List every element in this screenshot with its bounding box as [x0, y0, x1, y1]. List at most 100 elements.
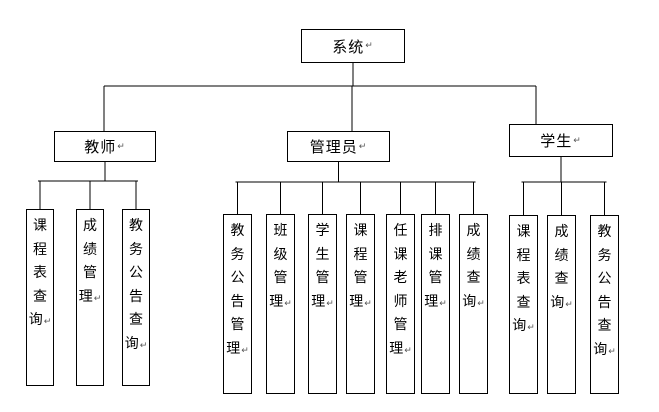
node-char: 课: [33, 218, 47, 234]
leaf-node: 学生管理↵: [308, 214, 337, 394]
node-char: 管: [315, 270, 330, 286]
leaf-node: 成绩查询↵: [459, 214, 488, 394]
paragraph-mark: ↵: [527, 323, 535, 333]
group-node-2-label: 管理员: [309, 138, 358, 156]
node-char: 理↵: [311, 293, 334, 310]
node-char: 理↵: [424, 293, 447, 310]
node-char: 绩: [466, 246, 481, 263]
node-char: 表: [516, 271, 531, 287]
node-char: 理↵: [389, 340, 412, 357]
node-char: 查: [466, 270, 481, 286]
node-char: 询↵: [550, 294, 573, 311]
paragraph-mark: ↵: [439, 298, 447, 309]
leaf-node: 成绩查询↵: [547, 215, 576, 394]
paragraph-mark: ↵: [93, 293, 102, 304]
node-char: 任: [393, 223, 408, 239]
leaf-node: 成绩管理↵: [76, 209, 104, 386]
leaf-node: 班级管理↵: [266, 214, 295, 394]
paragraph-mark: ↵: [43, 317, 52, 327]
node-char: 成: [554, 224, 569, 240]
node-char: 成: [83, 218, 97, 234]
node-char: 管: [353, 270, 368, 286]
paragraph-mark: ↵: [608, 346, 616, 357]
leaf-node: 教务公告查询↵: [122, 209, 150, 386]
node-char: 老: [393, 270, 408, 286]
paragraph-mark: ↵: [573, 135, 582, 146]
paragraph-mark: ↵: [117, 141, 126, 152]
node-char: 级: [273, 246, 288, 263]
node-char: 教: [230, 223, 245, 239]
paragraph-mark: ↵: [565, 299, 573, 310]
node-char: 务: [129, 241, 143, 258]
node-char: 查: [516, 294, 531, 311]
node-char: 公: [597, 271, 612, 287]
node-char: 公: [129, 265, 143, 281]
node-char: 告: [129, 288, 143, 305]
node-char: 排: [428, 223, 443, 239]
node-char: 教: [129, 218, 143, 234]
node-char: 查: [597, 318, 612, 334]
node-char: 生: [315, 246, 330, 263]
node-char: 表: [33, 265, 47, 281]
node-char: 理↵: [226, 340, 249, 357]
node-char: 师: [393, 293, 408, 310]
node-char: 绩: [83, 241, 97, 258]
node-char: 程: [516, 247, 531, 264]
node-char: 告: [230, 293, 245, 310]
paragraph-mark: ↵: [326, 298, 334, 309]
node-char: 询↵: [512, 318, 535, 334]
paragraph-mark: ↵: [364, 298, 372, 309]
node-char: 理↵: [349, 293, 372, 310]
paragraph-mark: ↵: [365, 41, 374, 51]
paragraph-mark: ↵: [358, 141, 368, 152]
leaf-node: 排课管理↵: [421, 214, 450, 394]
node-char: 管: [428, 270, 443, 286]
node-char: 教: [597, 224, 612, 240]
node-char: 管: [230, 317, 245, 333]
node-char: 管: [273, 270, 288, 286]
node-char: 程: [33, 241, 47, 258]
node-char: 询↵: [28, 312, 52, 328]
node-char: 务: [597, 247, 612, 264]
paragraph-mark: ↵: [139, 340, 148, 351]
node-char: 查: [554, 271, 569, 287]
node-char: 课: [353, 223, 368, 239]
node-char: 询↵: [462, 293, 485, 310]
node-char: 告: [597, 294, 612, 311]
leaf-node: 教务公告查询↵: [590, 215, 619, 394]
root-node-label: 系统: [332, 37, 365, 56]
node-char: 班: [273, 223, 288, 239]
leaf-node: 任课老师管理↵: [386, 214, 415, 394]
node-char: 管: [83, 265, 97, 281]
node-char: 公: [230, 270, 245, 286]
node-char: 查: [33, 288, 47, 305]
node-char: 课: [516, 224, 531, 240]
group-node-1-label: 教师: [84, 138, 117, 156]
node-char: 询↵: [124, 335, 148, 352]
leaf-node: 课程表查询↵: [26, 209, 54, 386]
connector-lines: [38, 63, 607, 215]
node-char: 管: [393, 317, 408, 333]
node-char: 课: [393, 246, 408, 263]
paragraph-mark: ↵: [284, 298, 292, 309]
node-char: 课: [428, 246, 443, 263]
leaf-node: 课程管理↵: [346, 214, 375, 394]
leaf-node: 教务公告管理↵: [223, 214, 252, 394]
node-char: 程: [353, 246, 368, 263]
group-node-2: 管理员↵: [287, 131, 390, 162]
node-char: 务: [230, 246, 245, 263]
node-char: 询↵: [593, 341, 616, 358]
node-char: 绩: [554, 247, 569, 264]
group-node-1: 教师↵: [54, 131, 156, 162]
node-char: 理↵: [269, 293, 292, 310]
node-char: 理↵: [78, 288, 102, 305]
root-node: 系统↵: [301, 29, 405, 63]
paragraph-mark: ↵: [404, 345, 412, 356]
node-char: 成: [466, 223, 481, 239]
node-char: 查: [129, 312, 143, 328]
paragraph-mark: ↵: [477, 298, 485, 309]
leaf-node: 课程表查询↵: [509, 215, 538, 394]
group-node-3: 学生↵: [509, 124, 613, 157]
node-char: 学: [315, 223, 330, 239]
